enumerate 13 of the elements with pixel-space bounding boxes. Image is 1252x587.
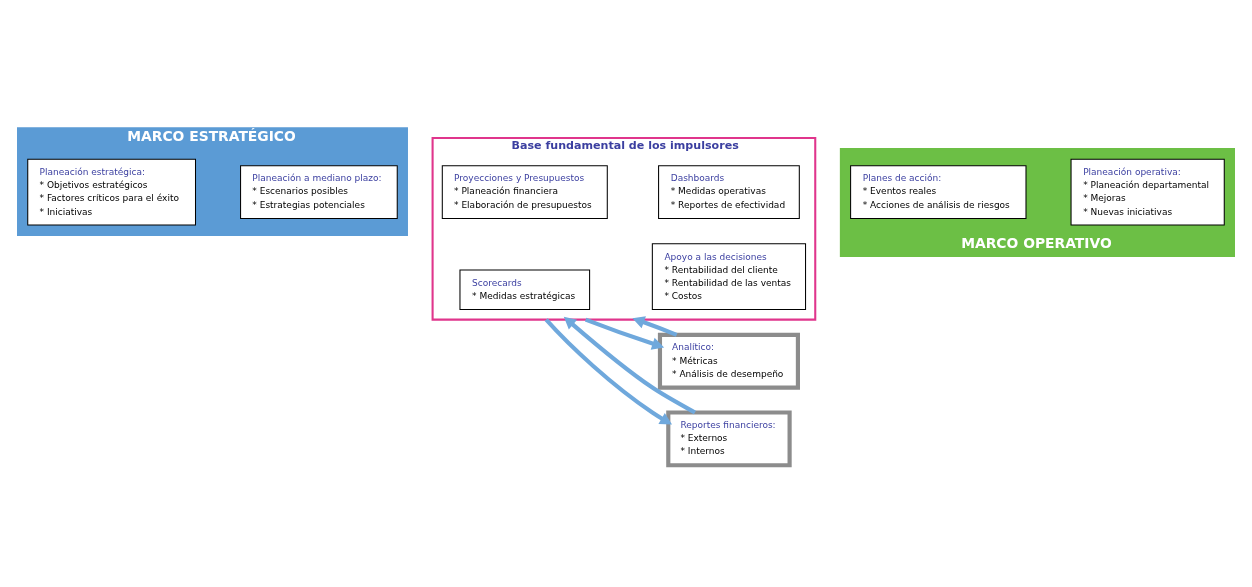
node-box: Scorecards * Medidas estratégicas <box>459 269 591 310</box>
node-box: Apoyo a las decisiones * Rentabilidad del cliente * Rentabilidad de las ventas * Costos <box>651 242 807 310</box>
node-box: Planes de acción: * Eventos reales * Acciones de análisis de riesgos <box>850 164 1027 219</box>
node-box: Dashboards * Medidas operativas * Reportes de efectividad <box>658 164 800 219</box>
arrow <box>632 315 678 337</box>
node-box: Planeación operativa: * Planeación departamental * Mejoras * Nuevas iniciativas <box>1070 158 1225 226</box>
node-box: Planeación estratégica: * Objetivos estratégicos * Factores críticos para el éxito * Iniciativas <box>27 158 197 226</box>
arrow <box>584 317 665 350</box>
node-box: Reportes financieros: * Externos * Internos <box>666 409 792 467</box>
node-box: Proyecciones y Presupuestos * Planeación financiera * Elaboración de presupuestos <box>441 164 608 219</box>
arrow <box>544 317 673 425</box>
node-box: Planeación a mediano plazo: * Escenarios posibles * Estrategias potenciales <box>240 164 398 219</box>
node-box: Analítico: * Métricas * Análisis de desempeño <box>657 332 800 390</box>
